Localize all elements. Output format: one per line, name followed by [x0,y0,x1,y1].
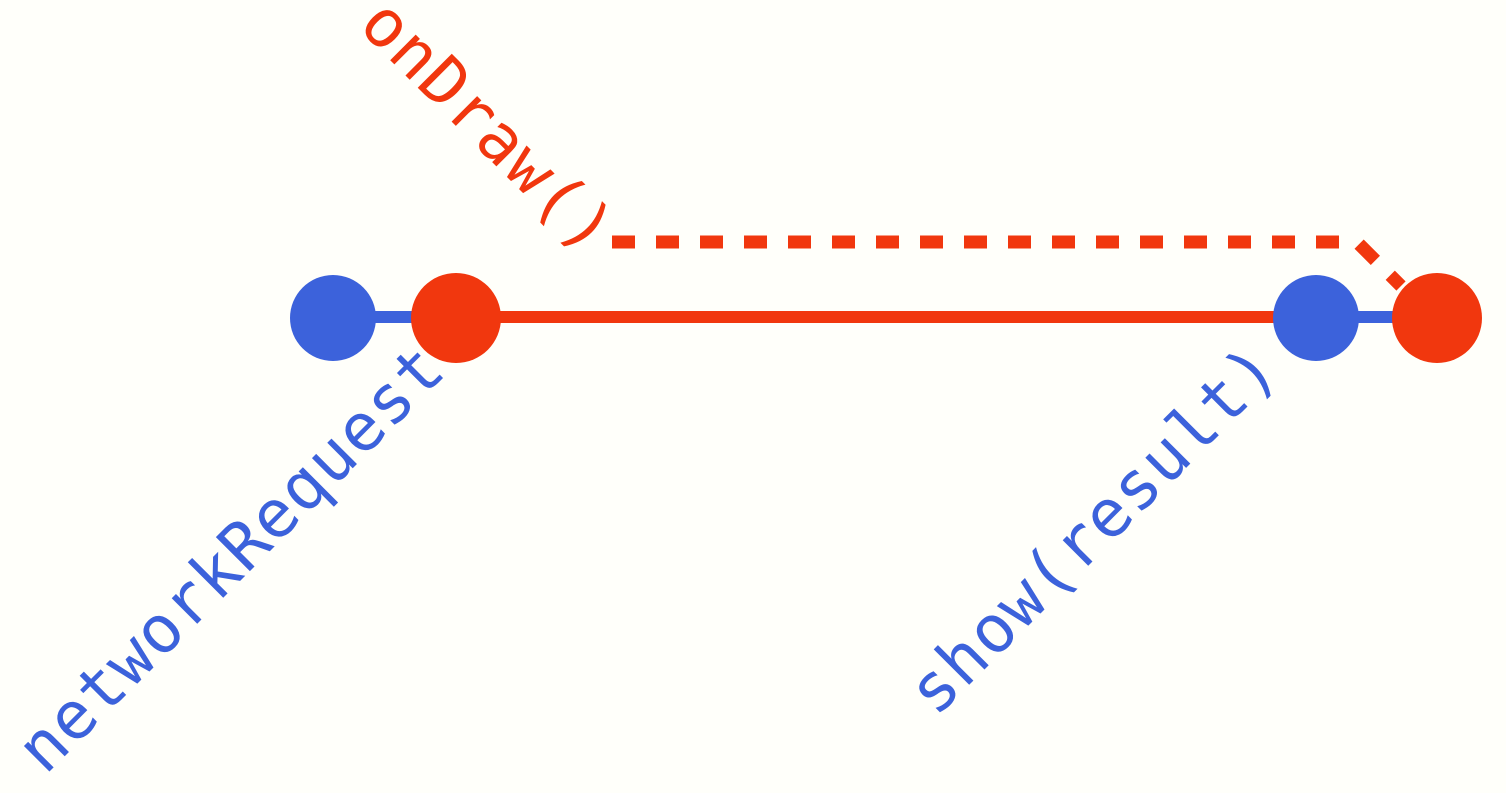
right-blue-node [1273,275,1359,361]
left-blue-node [290,275,376,361]
left-red-node [411,273,501,363]
right-red-node [1392,273,1482,363]
